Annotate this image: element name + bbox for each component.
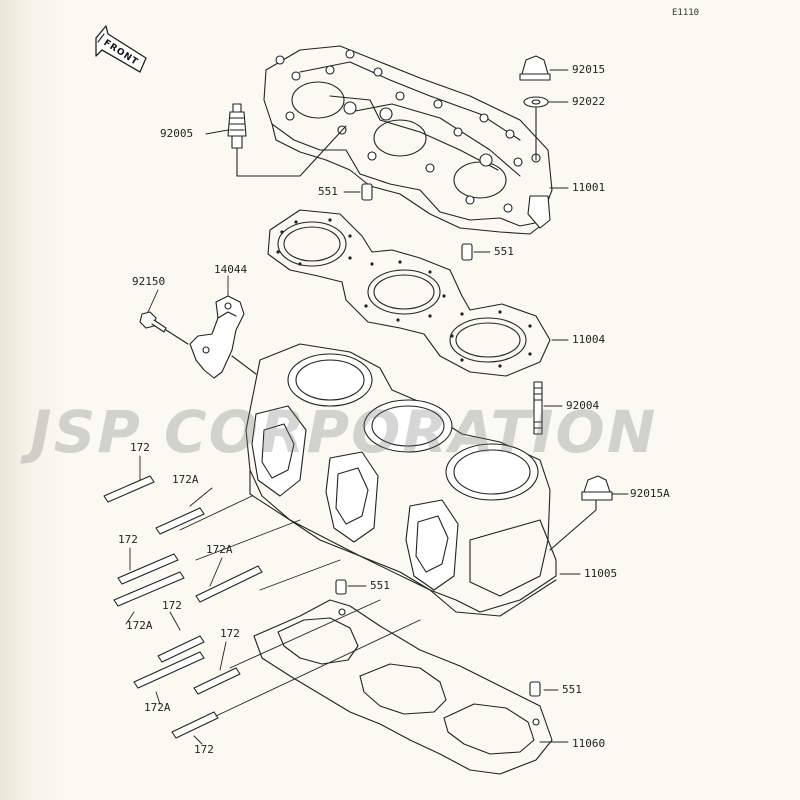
watermark-text: JSP CORPORATION xyxy=(30,398,658,466)
dowel-pin-top xyxy=(361,183,373,201)
leader-lines xyxy=(125,69,629,745)
spark-plug-part xyxy=(227,103,347,177)
callout-92150[interactable]: 92150 xyxy=(132,275,166,288)
cap-nut-92015A-part xyxy=(549,475,613,551)
callout-551-top[interactable]: 551 xyxy=(318,185,338,198)
callout-551-low[interactable]: 551 xyxy=(370,579,390,592)
callout-172A-d[interactable]: 172A xyxy=(144,701,171,714)
page-edge-shadow xyxy=(0,0,72,800)
bolt-92150-part xyxy=(139,311,189,345)
base-gasket-part xyxy=(253,599,553,775)
callout-551-mid[interactable]: 551 xyxy=(494,245,514,258)
callout-172-d[interactable]: 172 xyxy=(220,627,240,640)
bracket-14044-part xyxy=(189,295,257,379)
studs-group xyxy=(103,475,263,739)
callout-92015A[interactable]: 92015A xyxy=(630,487,670,500)
callout-11060[interactable]: 11060 xyxy=(572,737,606,750)
callout-14044[interactable]: 14044 xyxy=(214,263,248,276)
dowel-pin-low xyxy=(335,579,347,595)
callout-11005[interactable]: 11005 xyxy=(584,567,618,580)
callout-92004[interactable]: 92004 xyxy=(566,399,600,412)
callout-172A-a[interactable]: 172A xyxy=(172,473,199,486)
dowel-pin-mid xyxy=(461,243,473,261)
cylinder-head-part xyxy=(263,45,553,235)
callout-172-a[interactable]: 172 xyxy=(130,441,150,454)
callout-92015[interactable]: 92015 xyxy=(572,63,606,76)
callout-172-e[interactable]: 172 xyxy=(194,743,214,756)
callout-172A-c[interactable]: 172A xyxy=(126,619,153,632)
callout-11001[interactable]: 11001 xyxy=(572,181,606,194)
callout-172-c[interactable]: 172 xyxy=(162,599,182,612)
callout-172-b[interactable]: 172 xyxy=(118,533,138,546)
washer-part xyxy=(523,96,549,108)
callout-172A-b[interactable]: 172A xyxy=(206,543,233,556)
cap-nut-part xyxy=(519,55,551,81)
diagram-code: E1110 xyxy=(672,8,700,18)
dowel-pin-bottom xyxy=(529,681,541,697)
callout-92022[interactable]: 92022 xyxy=(572,95,606,108)
callout-92005[interactable]: 92005 xyxy=(160,127,194,140)
front-arrow-icon xyxy=(95,25,147,73)
stud-92004-part xyxy=(533,381,543,435)
callout-11004[interactable]: 11004 xyxy=(572,333,606,346)
head-gasket-part xyxy=(267,209,551,377)
cylinder-block-part xyxy=(245,343,557,617)
callout-551-bottom[interactable]: 551 xyxy=(562,683,582,696)
